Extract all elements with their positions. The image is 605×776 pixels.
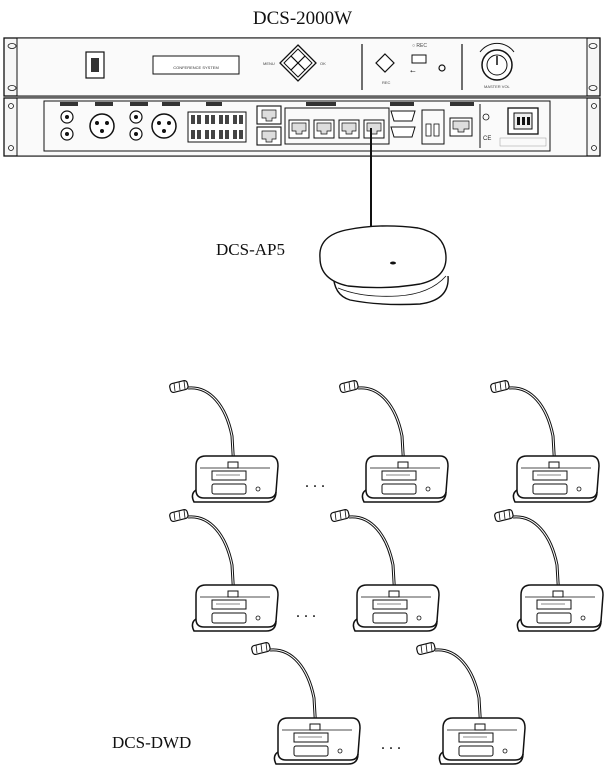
svg-text:○ REC: ○ REC — [412, 43, 427, 49]
host-rear-panel: CE — [4, 98, 600, 156]
units-ellipsis: . . . — [296, 604, 316, 621]
svg-text:MENU: MENU — [263, 61, 275, 66]
status-led-icon — [390, 262, 396, 265]
svg-text:⭠: ⭠ — [410, 68, 416, 75]
svg-text:OK: OK — [320, 61, 326, 66]
delegate-unit — [490, 380, 599, 502]
svg-text:CE: CE — [483, 136, 491, 142]
delegate-unit — [330, 509, 439, 631]
delegate-unit — [339, 380, 448, 502]
svg-text:CONFERENCE SYSTEM: CONFERENCE SYSTEM — [173, 65, 219, 70]
units-ellipsis: . . . — [305, 474, 325, 491]
units-ellipsis: . . . — [381, 736, 401, 753]
delegate-unit — [494, 509, 603, 631]
delegate-unit — [251, 642, 360, 764]
delegate-unit — [416, 642, 525, 764]
delegate-unit — [169, 380, 278, 502]
access-point-device — [320, 226, 448, 305]
svg-text:MASTER VOL: MASTER VOL — [484, 84, 511, 89]
svg-text:REC: REC — [382, 80, 391, 85]
host-front-panel: CONFERENCE SYSTEM MENU OK REC ○ REC ⭠ MA… — [4, 38, 600, 96]
delegate-unit — [169, 509, 278, 631]
usb-port-icon — [412, 55, 426, 63]
delegate-units — [169, 380, 603, 764]
